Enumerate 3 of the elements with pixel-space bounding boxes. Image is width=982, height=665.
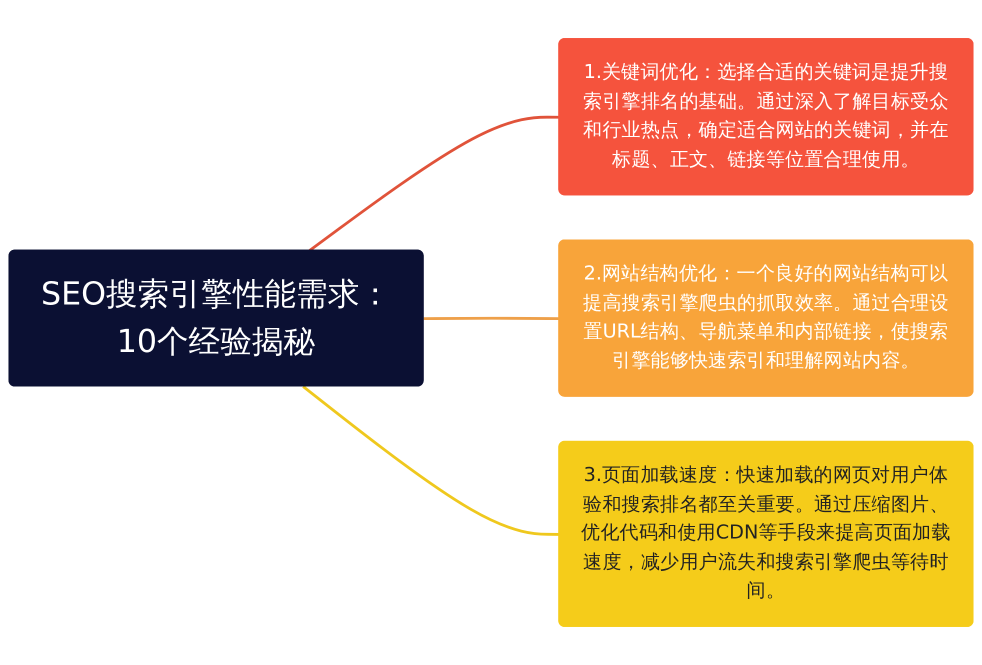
connector	[308, 116, 560, 252]
connector	[302, 385, 560, 536]
connector	[424, 316, 560, 320]
